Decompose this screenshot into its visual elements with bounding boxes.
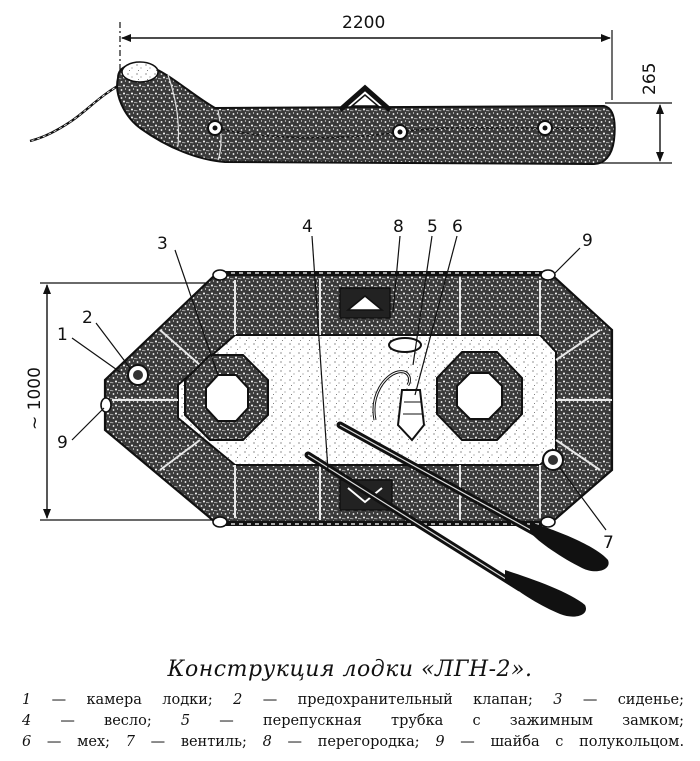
leader-lines: [71, 235, 607, 531]
legend-item: 5 — перепускная трубка с зажимным замком…: [180, 713, 685, 729]
boat-diagram: 2200 265 ~ 1000: [25, 13, 672, 617]
legend-line-2: 4 — весло; 5 — перепускная трубка с зажи…: [22, 711, 684, 732]
callout-2: 2: [82, 308, 93, 328]
bypass-tube: [372, 337, 422, 421]
legend-item: 9 — шайба с полукольцом.: [435, 734, 685, 750]
legend-item: 7 — вентиль;: [125, 734, 247, 750]
seat-left: [184, 354, 269, 441]
legend-line-3: 6 — мех; 7 — вентиль; 8 — перегородка; 9…: [22, 732, 684, 753]
figure-legend: 1 — камера лодки; 2 — предохранительный …: [22, 690, 684, 753]
callout-8: 8: [393, 217, 404, 237]
callout-3: 3: [157, 234, 168, 254]
callout-7: 7: [603, 533, 614, 553]
side-view: 2200 265: [29, 13, 672, 166]
washer-rings: [100, 269, 556, 528]
legend-item: 6 — мех;: [22, 734, 111, 750]
seat-right: [436, 351, 523, 441]
side-seat: [338, 84, 392, 112]
oars: [304, 421, 609, 617]
legend-item: 8 — перегородка;: [262, 734, 420, 750]
width-dimension-label: ~ 1000: [25, 367, 45, 430]
figure-caption: Конструкция лодки «ЛГН-2».: [167, 657, 533, 682]
legend-item: 1 — камера лодки;: [22, 692, 213, 708]
tow-rope: [29, 80, 126, 143]
callout-6: 6: [452, 217, 463, 237]
legend-item: 4 — весло;: [22, 713, 152, 729]
side-hull: [116, 63, 616, 166]
top-view: ~ 1000: [25, 217, 614, 617]
callout-9-bow: 9: [57, 433, 68, 453]
legend-item: 2 — предохранительный клапан;: [233, 692, 533, 708]
callout-9-top: 9: [582, 231, 593, 251]
callout-1: 1: [57, 325, 68, 345]
partition: [339, 287, 391, 319]
legend-line-1: 1 — камера лодки; 2 — предохранительный …: [22, 690, 684, 711]
length-dimension-label: 2200: [342, 13, 385, 33]
callout-4: 4: [302, 217, 313, 237]
callout-5: 5: [427, 217, 438, 237]
legend-item: 3 — сиденье;: [553, 692, 685, 708]
bellows: [396, 389, 426, 442]
height-dimension-label: 265: [640, 63, 660, 95]
